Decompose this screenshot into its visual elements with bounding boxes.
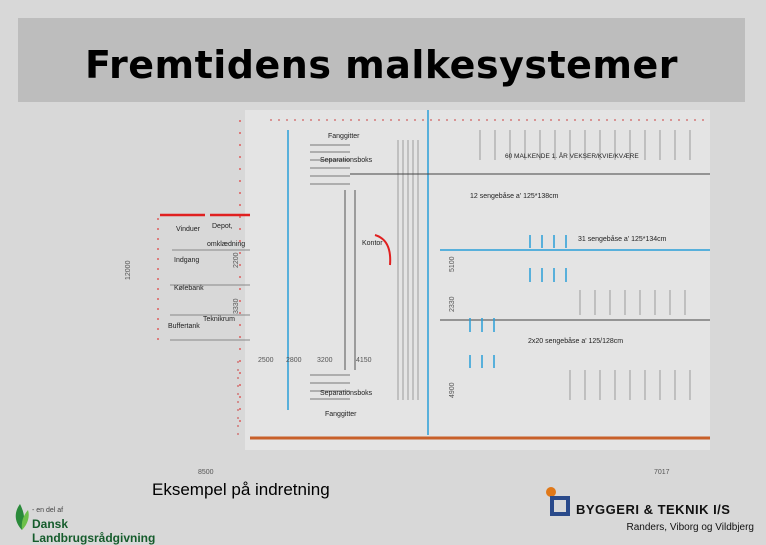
dim-3200: 3200 — [317, 357, 333, 364]
label-31-sengebaase: 31 sengebåse a' 125*134cm — [578, 235, 667, 243]
dim-3330: 3330 — [233, 298, 240, 314]
logo-small-text: - en del af — [32, 507, 64, 514]
label-depot: Depot, — [212, 223, 233, 230]
title-band: Fremtidens malkesystemer — [18, 18, 745, 102]
label-omklaedning: omklædning — [207, 241, 245, 248]
dim-5100: 5100 — [449, 256, 456, 272]
label-koelebank: Kølebank — [174, 285, 204, 292]
label-indgang: Indgang — [174, 257, 199, 264]
leaf-icon — [15, 504, 29, 530]
dim-8500: 8500 — [198, 469, 214, 476]
brand-location: Randers, Viborg og Vildbjerg — [626, 522, 755, 533]
dim-2330: 2330 — [449, 296, 456, 312]
middle-lines — [397, 140, 419, 400]
brand-name: BYGGERI & TEKNIK I/S — [576, 502, 731, 517]
red-curve — [374, 234, 392, 266]
barn-area — [245, 110, 710, 450]
slide-caption: Eksempel på indretning — [152, 480, 330, 499]
label-buffertank: Buffertank — [168, 323, 200, 330]
dim-2500: 2500 — [258, 357, 274, 364]
label-separationsboks-bottom: Separationsboks — [320, 390, 373, 397]
blue-markers — [469, 235, 567, 368]
label-fanggitter-bottom: Fanggitter — [325, 411, 357, 418]
dim-12000: 12000 — [125, 260, 132, 280]
label-teknikrum: Teknikrum — [203, 316, 235, 323]
stall-lines-left — [310, 144, 350, 400]
label-malkende: 60 MALKENDE 1. ÅR VEKSER/KVIE/KVÆRE — [505, 151, 639, 160]
floor-plan: Fanggitter Separationsboks 60 MALKENDE 1… — [125, 110, 710, 476]
dim-2800: 2800 — [286, 357, 302, 364]
label-12-sengebaase: 12 sengebåse a' 125*138cm — [470, 192, 559, 200]
label-kontor: Kontor — [362, 240, 383, 247]
label-2x20-sengebaase: 2x20 sengebåse a' 125/128cm — [528, 337, 623, 345]
label-separationsboks-top: Separationsboks — [320, 157, 373, 164]
label-vinduer: Vinduer — [176, 226, 201, 233]
dim-2200: 2200 — [233, 252, 240, 268]
right-stalls — [479, 130, 691, 400]
dim-4150: 4150 — [356, 357, 372, 364]
dim-7017: 7017 — [654, 469, 670, 476]
dansk-landbrugsraadgivning-logo: - en del af Dansk Landbrugsrådgivning — [12, 500, 182, 545]
byggeri-teknik-logo: BYGGERI & TEKNIK I/S Randers, Viborg og … — [540, 484, 760, 534]
slide-title: Fremtidens malkesystemer — [84, 43, 679, 87]
label-fanggitter-top: Fanggitter — [328, 133, 360, 140]
bt-logo-icon — [546, 487, 570, 516]
dim-4900: 4900 — [449, 382, 456, 398]
logo-name: Dansk Landbrugsrådgivning — [32, 517, 156, 545]
